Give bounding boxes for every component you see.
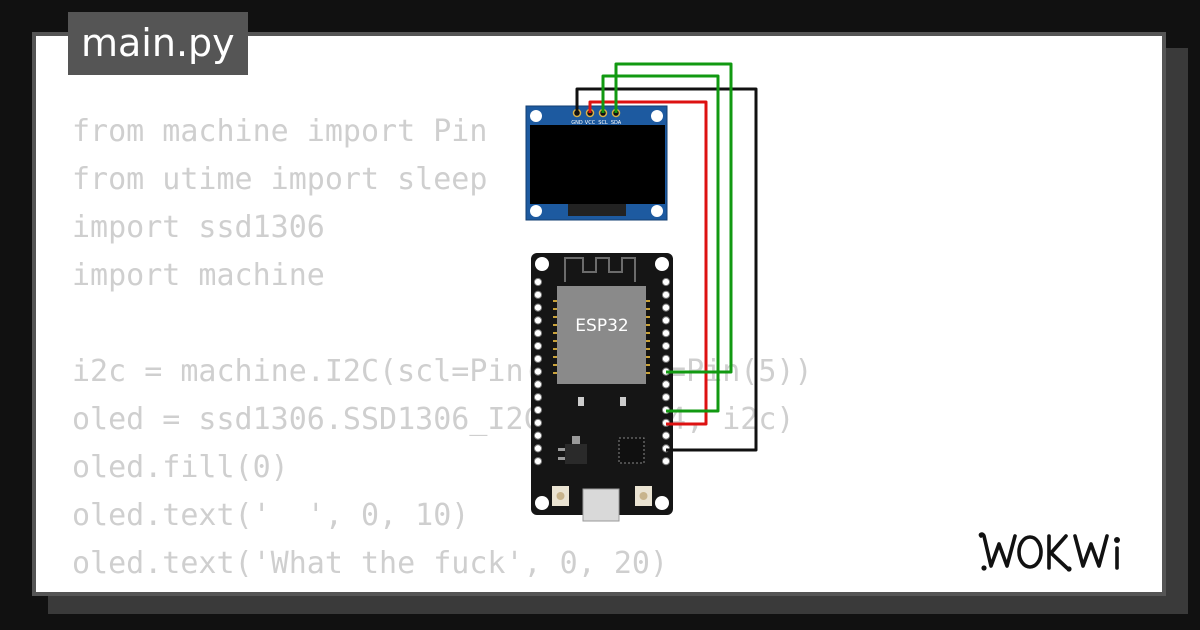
header-pin: [533, 380, 543, 389]
esp32-board[interactable]: ESP32: [531, 253, 673, 522]
code-line: import machine: [72, 258, 325, 293]
header-pin: [533, 354, 543, 363]
wokwi-logo: [975, 520, 1155, 580]
wokwi-logo-mark: [978, 532, 1120, 572]
code-line: oled.text('What the fuck', 0, 20): [72, 546, 669, 581]
oled-pin-sda-label: SDA: [611, 120, 622, 126]
header-pin: [533, 405, 543, 415]
boot-button[interactable]: [552, 486, 569, 506]
header-pin: [533, 431, 543, 440]
code-line: from utime import sleep: [72, 162, 488, 197]
header-pin: [661, 290, 671, 299]
header-pin: [533, 303, 543, 312]
oled-pin-gnd-label: GND: [571, 120, 583, 126]
header-pin: [533, 393, 543, 402]
header-pin: [533, 444, 543, 453]
oled-pin-vcc-label: VCC: [585, 120, 596, 126]
file-tab-label: main.py: [81, 21, 235, 65]
esp32-chip: [557, 286, 646, 384]
wire-sda[interactable]: [614, 62, 733, 374]
oled-screen: [530, 125, 665, 204]
header-pin: [661, 354, 671, 363]
header-pin: [661, 341, 671, 351]
header-pin: [533, 367, 543, 376]
code-line: from machine import Pin: [72, 114, 488, 149]
header-pin: [533, 277, 543, 287]
wire-gnd[interactable]: [575, 87, 758, 452]
file-tab[interactable]: main.py: [68, 12, 248, 75]
chip-pads: [553, 300, 650, 374]
wire-scl[interactable]: [601, 74, 720, 413]
header-pin: [533, 457, 543, 466]
code-line: oled.fill(0): [72, 450, 289, 485]
esp32-chip-label: ESP32: [575, 316, 628, 336]
header-pin: [661, 380, 671, 389]
voltage-regulator: [558, 436, 587, 464]
header-pin: [661, 393, 671, 402]
header-pin: [661, 316, 671, 325]
header-pin: [533, 290, 543, 299]
code-line: import ssd1306: [72, 210, 325, 245]
oled-display[interactable]: GND VCC SCL SDA: [525, 105, 668, 221]
code-line: i2c = machine.I2C(scl=Pin(4), sda=Pin(5)…: [72, 354, 813, 389]
header-pin: [533, 341, 543, 351]
header-pin: [661, 329, 671, 338]
code-view: from machine import Pin from utime import…: [72, 108, 813, 592]
header-pin: [533, 329, 543, 338]
usb-connector: [582, 488, 620, 522]
antenna-trace: [564, 257, 636, 282]
code-line: oled.text(' ', 0, 10): [72, 498, 470, 533]
header-pin: [661, 457, 671, 466]
usb-uart-chip: [618, 437, 645, 464]
reset-button[interactable]: [635, 486, 652, 506]
esp32-left-pins: [533, 277, 543, 466]
wire-vcc[interactable]: [588, 100, 708, 426]
header-pin: [661, 431, 671, 440]
header-pin: [661, 277, 671, 287]
oled-pin-scl-label: SCL: [598, 120, 608, 126]
header-pin: [533, 316, 543, 325]
header-pin: [661, 303, 671, 312]
header-pin: [533, 418, 543, 427]
